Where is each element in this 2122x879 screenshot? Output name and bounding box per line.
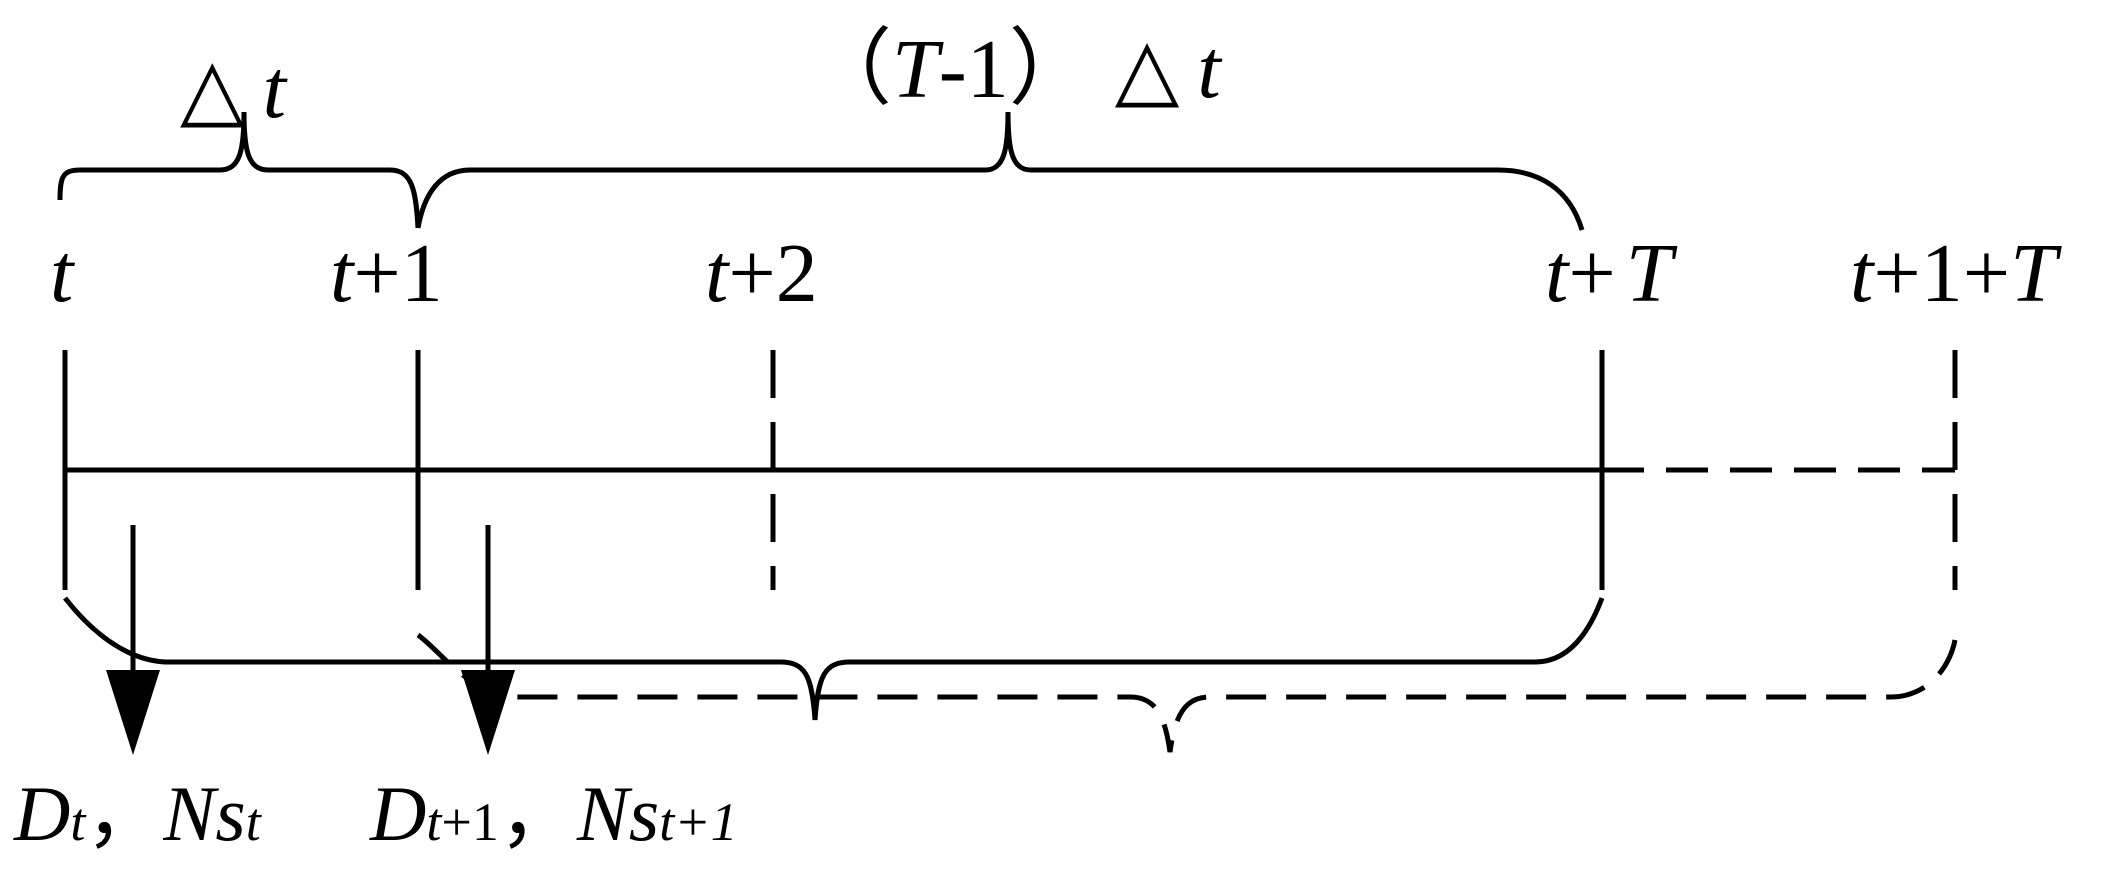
label-D-next: D	[370, 770, 427, 857]
label-D-next-sub-rest: +1	[441, 792, 499, 852]
long-close-paren: ）	[1008, 23, 1093, 116]
brace-horizon-t	[63, 596, 1605, 721]
arrow-t-head	[106, 670, 160, 755]
tick-label-t-plus-2-var: t	[705, 227, 729, 320]
brace-T-minus-1-delta-t	[415, 111, 1585, 231]
long-minus-one: -1	[938, 23, 1009, 116]
tick-label-t-plus-1-rest: +1	[353, 227, 443, 320]
label-Ns-next: Ns	[576, 770, 660, 857]
label-Ns-sub: t	[245, 792, 261, 852]
delta-var: t	[262, 43, 286, 136]
long-T: T	[892, 23, 939, 116]
tick-label-t-plus-T: t+T	[1545, 232, 1672, 316]
arrow-t-plus-1-head	[461, 670, 515, 755]
label-delta-t: △t	[180, 48, 286, 132]
brace-horizon-t-plus-1	[416, 632, 1958, 753]
label-D-next-sub-var: t	[426, 792, 442, 852]
tick-label-t-plus-1-plus-T: t+1+T	[1850, 232, 2057, 316]
label-D: D	[14, 770, 71, 857]
label-decision-t: Dt，Nst	[14, 775, 261, 853]
label-T-minus-1-delta-t: （T-1）△t	[808, 28, 1221, 112]
label-Ns-next-sub: t+1	[659, 792, 738, 852]
label-sep-1: ，	[85, 770, 164, 857]
tick-label-t-plus-2: t+2	[705, 232, 818, 316]
long-open-paren: （	[808, 23, 893, 116]
tick-label-t-plus-T-plus: +	[1568, 227, 1616, 320]
brace-delta-t	[57, 111, 421, 229]
long-delta-var: t	[1197, 23, 1221, 116]
label-decision-t-plus-1: Dt+1，Nst+1	[370, 775, 738, 853]
tick-label-t-plus-1: t+1	[330, 232, 443, 316]
tick-label-t-plus-1-plus-T-mid: +1+	[1873, 227, 2011, 320]
tick-label-t-plus-T-T: T	[1625, 227, 1673, 320]
delta-symbol: △	[180, 43, 245, 136]
label-D-sub: t	[70, 792, 86, 852]
tick-label-t-plus-1-plus-T-var: t	[1850, 227, 1874, 320]
long-delta-symbol: △	[1114, 23, 1180, 116]
label-sep-2: ，	[498, 770, 577, 857]
tick-label-t-plus-T-var: t	[1545, 227, 1569, 320]
label-Ns: Ns	[163, 770, 246, 857]
tick-label-t-var: t	[50, 227, 74, 320]
tick-label-t-plus-1-var: t	[330, 227, 354, 320]
tick-label-t-plus-2-rest: +2	[728, 227, 818, 320]
tick-label-t-plus-1-plus-T-T: T	[2010, 227, 2057, 320]
tick-label-t: t	[50, 232, 73, 316]
